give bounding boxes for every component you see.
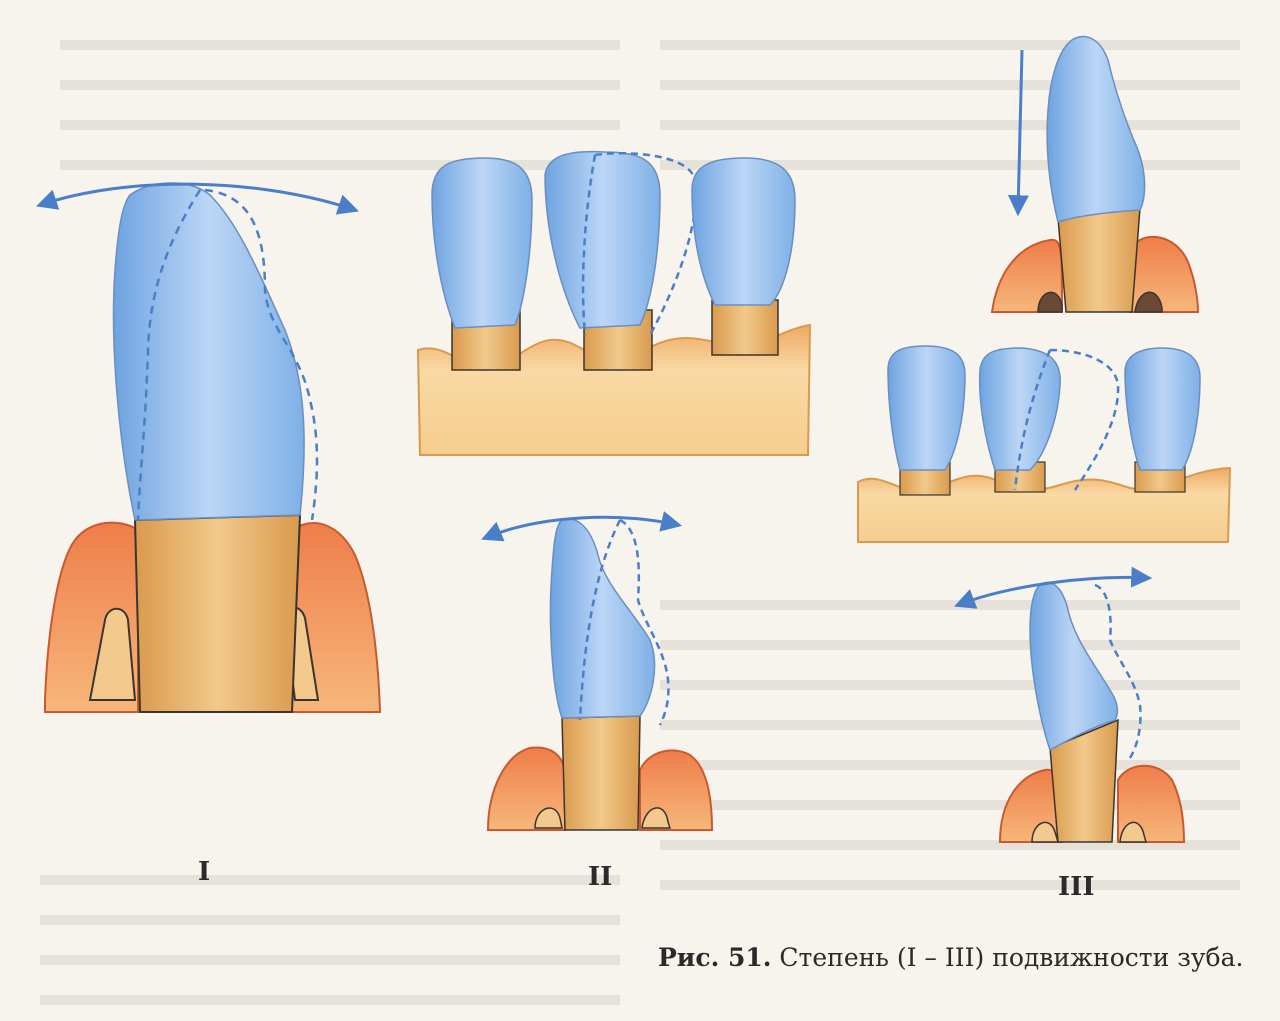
figure-iii-crown-1 [887, 345, 966, 471]
figure-i-gum-right [291, 522, 382, 713]
figure-iii-top-socket-right [1134, 291, 1163, 313]
figure-ii-crown-1 [431, 157, 533, 329]
figure-i-displaced-outline [204, 188, 319, 521]
figure-i-crown [112, 182, 305, 521]
figure-iii-top-crown [1046, 35, 1146, 223]
figure-i-displaced-outline-inner [136, 189, 202, 521]
figure-ii-socket-right [641, 807, 672, 829]
figure-label-iii: III [1058, 872, 1095, 902]
figure-iii-teeth-row [857, 345, 1232, 543]
figure-ii-teeth-row [416, 150, 812, 456]
figure-ii-lateral-arrow [481, 511, 683, 542]
figure-ii-root [561, 715, 641, 831]
figure-label-i: I [198, 857, 211, 887]
figure-iii-down-arrow [1007, 49, 1029, 217]
figure-ii-crown-3 [691, 157, 796, 306]
figure-iii-tilting-tooth [954, 566, 1186, 843]
figure-iii-bottom-crown [1029, 581, 1119, 752]
figure-i-root [133, 513, 302, 713]
figure-i-bone-left [88, 607, 137, 701]
figure-iii-top-socket-left [1037, 291, 1063, 313]
figure-ii-small-tooth [481, 511, 714, 831]
figure-caption: Рис. 51. Степень (I – III) подвижности з… [658, 940, 1248, 976]
figure-ii-root-3 [711, 299, 779, 356]
figure-iii-bottom-socket-left [1031, 821, 1060, 843]
figure-ii-crown-2 [544, 150, 661, 329]
figure-iii-crown-2 [978, 347, 1061, 471]
caption-text: Степень (I – III) подвижности зуба. [779, 943, 1244, 972]
figure-i-lateral-arrow [36, 182, 359, 215]
figure-i-large-tooth [36, 182, 382, 713]
figure-label-ii: II [588, 862, 613, 892]
figure-iii-lateral-arrow [954, 566, 1153, 609]
figure-ii-socket-left [534, 807, 563, 829]
figure-iii-vertical-tooth [990, 35, 1200, 313]
figure-iii-displaced-outline [1013, 348, 1120, 491]
figure-iii-crown-3 [1124, 347, 1201, 471]
figure-iii-top-root [1057, 207, 1141, 313]
figure-iii-bottom-socket-right [1119, 821, 1147, 843]
figure-iii-bottom-root [1049, 718, 1119, 843]
figure-ii-crown [549, 518, 656, 719]
caption-figure-number: Рис. 51. [658, 943, 772, 972]
